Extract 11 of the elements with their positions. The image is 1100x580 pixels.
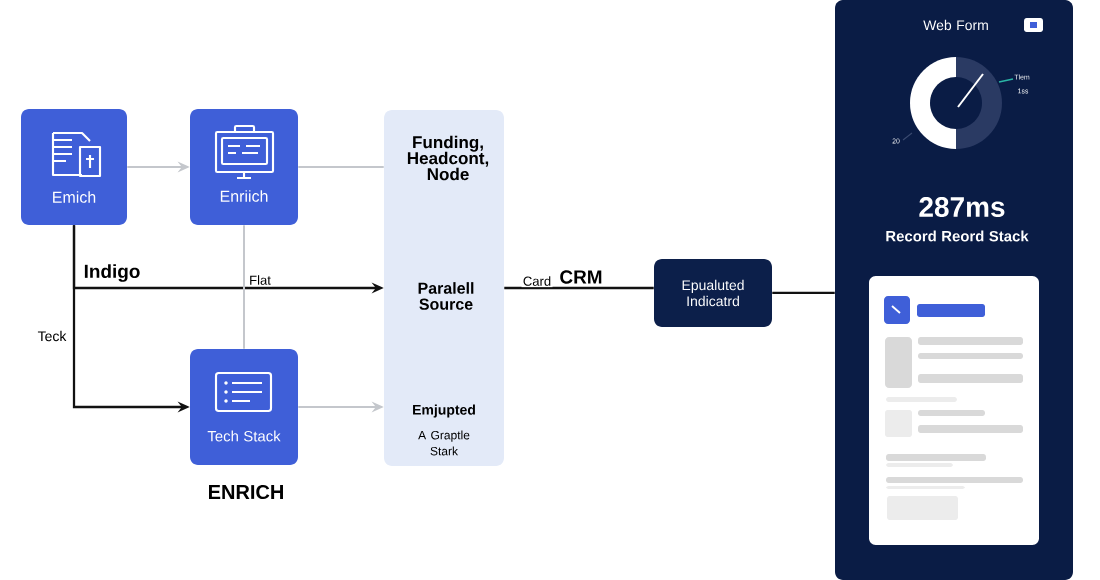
process-box: Emich — [21, 109, 127, 225]
source-panel: Funding, Headcont, Node Paralell Source Emjupted A Graptle Stark — [384, 110, 504, 466]
edge-label: Indigo — [82, 262, 142, 284]
edge-label: Card — [521, 274, 553, 288]
edge-label: Flat — [247, 273, 273, 287]
label: CRM — [560, 270, 602, 284]
edge-label: Teck — [36, 329, 68, 343]
process-box: Enriich — [190, 109, 298, 225]
result-box: Epualuted Indicatrd — [654, 259, 772, 327]
process-box: Tech Stack — [190, 349, 298, 465]
node-caption: ENRICH — [209, 484, 283, 500]
